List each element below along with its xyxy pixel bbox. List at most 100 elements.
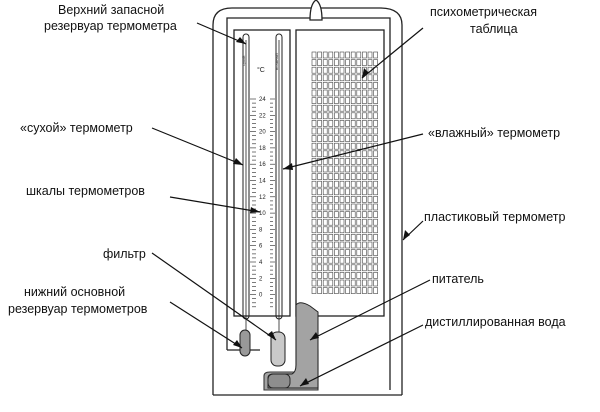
table-cell [334, 135, 339, 142]
hanger-loop [309, 0, 323, 21]
table-cell [367, 203, 373, 211]
table-cell [367, 89, 373, 97]
table-cell [362, 112, 367, 120]
table-cell [339, 287, 345, 294]
table-cell [322, 112, 328, 120]
table-cell [328, 188, 334, 196]
table-cell [317, 142, 322, 150]
table-cell [311, 249, 317, 256]
table-cell [345, 234, 350, 241]
table-cell [334, 272, 339, 279]
table-cell [345, 74, 350, 82]
table-cell [362, 89, 367, 97]
scale-tick-label: 4 [259, 260, 263, 266]
table-cell [322, 211, 328, 218]
table-cell [339, 165, 345, 173]
table-cell [322, 272, 328, 279]
table-cell [356, 82, 362, 89]
table-cell [317, 59, 322, 66]
table-cell [367, 173, 373, 180]
table-cell [373, 120, 378, 127]
table-cell [311, 203, 317, 211]
table-cell [367, 234, 373, 241]
table-cell [322, 150, 328, 158]
table-cell [362, 158, 367, 165]
table-cell [328, 241, 334, 249]
table-cell [328, 97, 334, 104]
table-cell [367, 287, 373, 294]
table-cell [328, 165, 334, 173]
table-cell [334, 97, 339, 104]
table-cell [317, 51, 322, 59]
table-cell [373, 218, 378, 226]
label-top-reservoir-line1: Верхний запасной [58, 3, 164, 17]
table-cell [362, 97, 367, 104]
table-cell [345, 165, 350, 173]
table-cell [345, 241, 350, 249]
table-cell [328, 287, 334, 294]
table-cell [334, 264, 339, 272]
table-cell [350, 264, 356, 272]
table-cell [317, 234, 322, 241]
scale-tick-label: 8 [259, 227, 263, 233]
label-scales: шкалы термометров [26, 184, 145, 198]
table-cell [350, 287, 356, 294]
table-cell [356, 234, 362, 241]
table-cell [322, 241, 328, 249]
table-cell [350, 241, 356, 249]
table-cell [339, 226, 345, 234]
table-cell [334, 59, 339, 66]
table-cell [373, 82, 378, 89]
table-cell [373, 173, 378, 180]
table-cell [362, 180, 367, 188]
table-cell [317, 104, 322, 112]
table-cell [311, 66, 317, 74]
table-cell [362, 241, 367, 249]
table-cell [311, 74, 317, 82]
table-cell [328, 142, 334, 150]
table-cell [311, 112, 317, 120]
table-cell [345, 279, 350, 287]
scale-tick-label: 20 [259, 130, 266, 136]
table-cell [373, 279, 378, 287]
table-cell [373, 112, 378, 120]
table-cell [350, 59, 356, 66]
table-cell [362, 279, 367, 287]
table-cell [328, 234, 334, 241]
table-cell [339, 51, 345, 59]
table-cell [339, 89, 345, 97]
table-cell [345, 112, 350, 120]
table-cell [311, 234, 317, 241]
table-cell [322, 226, 328, 234]
table-cell [373, 287, 378, 294]
table-cell [311, 264, 317, 272]
table-cell [373, 203, 378, 211]
table-cell [339, 104, 345, 112]
table-cell [322, 180, 328, 188]
table-cell [362, 150, 367, 158]
table-cell [339, 249, 345, 256]
table-cell [339, 234, 345, 241]
table-cell [373, 196, 378, 203]
table-cell [339, 120, 345, 127]
table-cell [334, 249, 339, 256]
table-cell [367, 188, 373, 196]
table-cell [367, 59, 373, 66]
table-cell [367, 241, 373, 249]
table-cell [350, 272, 356, 279]
table-cell [356, 74, 362, 82]
table-cell [350, 180, 356, 188]
table-cell [322, 256, 328, 264]
table-cell [350, 165, 356, 173]
label-psychro-table-line2: таблица [470, 22, 518, 36]
table-cell [345, 256, 350, 264]
scale-tick-label: 0 [259, 293, 263, 299]
table-cell [350, 279, 356, 287]
table-cell [322, 51, 328, 59]
table-cell [311, 104, 317, 112]
table-cell [339, 142, 345, 150]
table-cell [334, 173, 339, 180]
table-cell [317, 74, 322, 82]
table-cell [362, 203, 367, 211]
table-cell [367, 180, 373, 188]
